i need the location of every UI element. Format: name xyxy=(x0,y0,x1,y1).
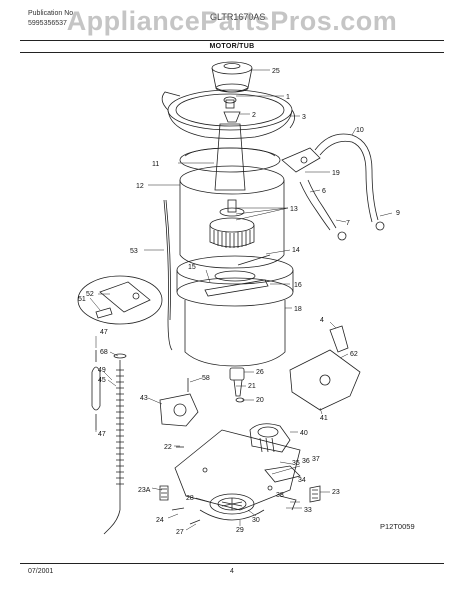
callout-1: 1 xyxy=(286,94,290,101)
part-bracket-inset xyxy=(77,275,163,325)
callout-68: 68 xyxy=(100,349,108,356)
callout-41: 41 xyxy=(320,415,328,422)
part-agitator-dogs xyxy=(223,96,241,123)
callout-45: 45 xyxy=(98,377,106,384)
part-spin-basket xyxy=(179,165,285,269)
part-hose-connector xyxy=(281,147,321,173)
callout-47b: 47 xyxy=(98,431,106,438)
callout-30: 30 xyxy=(252,517,260,524)
callout-16: 16 xyxy=(294,282,302,289)
callout-23: 23 xyxy=(332,489,340,496)
part-suspension-rod xyxy=(163,199,173,351)
callout-47: 47 xyxy=(100,329,108,336)
part-drain-pump xyxy=(159,393,199,427)
callout-13: 13 xyxy=(290,206,298,213)
header-rule xyxy=(20,40,444,41)
callout-4: 4 xyxy=(320,317,324,324)
callout-3: 3 xyxy=(302,114,306,121)
callout-11: 11 xyxy=(152,161,159,168)
part-drain-hose xyxy=(314,133,379,223)
callout-43: 43 xyxy=(140,395,148,402)
callout-38: 38 xyxy=(276,492,284,499)
callout-51: 51 xyxy=(78,296,86,303)
callout-37: 37 xyxy=(312,456,320,463)
callout-21: 21 xyxy=(248,383,256,390)
callout-24: 24 xyxy=(156,517,164,524)
part-motor-mount xyxy=(174,423,301,511)
callout-36: 36 xyxy=(302,458,310,465)
callout-2: 2 xyxy=(252,112,256,119)
callout-18: 18 xyxy=(294,306,302,313)
part-pulley-bolt xyxy=(187,367,245,403)
callout-10: 10 xyxy=(356,127,364,134)
callout-15: 15 xyxy=(188,264,196,271)
callout-33: 33 xyxy=(304,507,312,514)
part-tub-ring xyxy=(161,89,295,139)
callout-58: 58 xyxy=(202,375,210,382)
part-pump-hose xyxy=(299,179,385,241)
part-hub-assembly xyxy=(209,199,255,248)
callout-9: 9 xyxy=(396,210,400,217)
part-drive-pulley xyxy=(199,493,265,521)
callout-19: 19 xyxy=(332,170,340,177)
footer-rule xyxy=(20,563,444,564)
part-water-valve xyxy=(289,325,361,411)
part-agitator xyxy=(179,123,281,191)
callout-34: 34 xyxy=(298,477,306,484)
callout-49: 49 xyxy=(98,367,106,374)
callout-28: 28 xyxy=(186,495,194,502)
title-rule xyxy=(20,52,444,53)
publication-label: Publication No xyxy=(28,10,74,17)
part-outer-tub xyxy=(176,255,294,367)
callout-22: 22 xyxy=(164,444,172,451)
section-title: MOTOR/TUB xyxy=(209,43,255,50)
callout-26: 26 xyxy=(256,369,264,376)
callout-6: 6 xyxy=(322,188,326,195)
callout-12: 12 xyxy=(136,183,144,190)
page-number: 4 xyxy=(230,568,234,575)
part-springs-left xyxy=(159,485,201,525)
publication-number: 5995356537 xyxy=(28,20,67,27)
callout-27: 27 xyxy=(176,529,184,536)
model-number: GLTR1670AS xyxy=(210,12,266,22)
callout-40: 40 xyxy=(300,430,308,437)
callout-23A: 23A xyxy=(138,487,151,494)
part-agitator-cap xyxy=(211,61,253,93)
callout-53: 53 xyxy=(130,248,138,255)
callout-62: 62 xyxy=(350,351,358,358)
callout-20: 20 xyxy=(256,397,264,404)
callout-14: 14 xyxy=(292,247,300,254)
callout-7: 7 xyxy=(346,220,350,227)
diagram-code: P12T0059 xyxy=(380,522,415,531)
callout-29: 29 xyxy=(236,527,244,534)
callout-52: 52 xyxy=(86,291,94,298)
callout-25: 25 xyxy=(272,68,280,75)
part-clip xyxy=(237,254,271,266)
callout-35: 35 xyxy=(292,460,300,467)
part-belt-tensioner xyxy=(264,465,321,511)
footer-date: 07/2001 xyxy=(28,568,54,575)
part-damper-rod xyxy=(91,350,127,535)
